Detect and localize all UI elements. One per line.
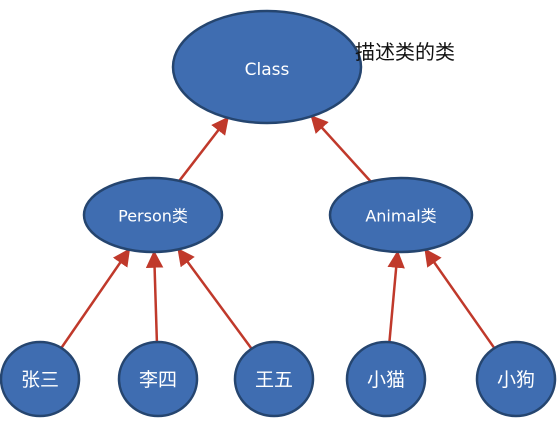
edge-xiaogou-to-animal — [424, 248, 496, 349]
edge-wangwu-to-person — [177, 247, 253, 350]
edges-layer — [60, 115, 496, 350]
xiaogou-node-ellipse — [475, 340, 557, 418]
edge-lisi-to-person — [145, 250, 164, 343]
zhangsan-node-label: 张三 — [21, 369, 59, 391]
edge-person-to-class — [178, 116, 229, 182]
xiaogou-node[interactable]: 小狗 — [475, 340, 557, 418]
class-description-note: 描述类的类 — [355, 40, 455, 64]
zhangsan-node-ellipse — [0, 340, 81, 418]
wangwu-node-ellipse — [233, 340, 315, 418]
person-node[interactable]: Person类 — [82, 176, 224, 254]
xiaomao-node[interactable]: 小猫 — [345, 340, 427, 418]
lisi-node[interactable]: 李四 — [117, 340, 199, 418]
animal-node-label: Animal类 — [365, 207, 436, 226]
xiaomao-node-label: 小猫 — [367, 369, 405, 391]
xiaogou-node-label: 小狗 — [497, 369, 535, 391]
wangwu-node[interactable]: 王五 — [233, 340, 315, 418]
class-node-ellipse — [171, 9, 363, 125]
edge-animal-to-class — [310, 115, 372, 183]
animal-node[interactable]: Animal类 — [328, 176, 474, 254]
edge-xiaomao-to-animal — [387, 250, 405, 343]
lisi-node-ellipse — [117, 340, 199, 418]
class-node-label: Class — [245, 60, 290, 80]
xiaomao-node-ellipse — [345, 340, 427, 418]
person-node-ellipse — [82, 176, 224, 254]
animal-node-ellipse — [328, 176, 474, 254]
lisi-node-label: 李四 — [139, 369, 177, 391]
class-node[interactable]: Class — [171, 9, 363, 125]
person-node-label: Person类 — [118, 207, 188, 226]
wangwu-node-label: 王五 — [255, 369, 293, 391]
zhangsan-node[interactable]: 张三 — [0, 340, 81, 418]
edge-zhangsan-to-person — [60, 248, 131, 349]
